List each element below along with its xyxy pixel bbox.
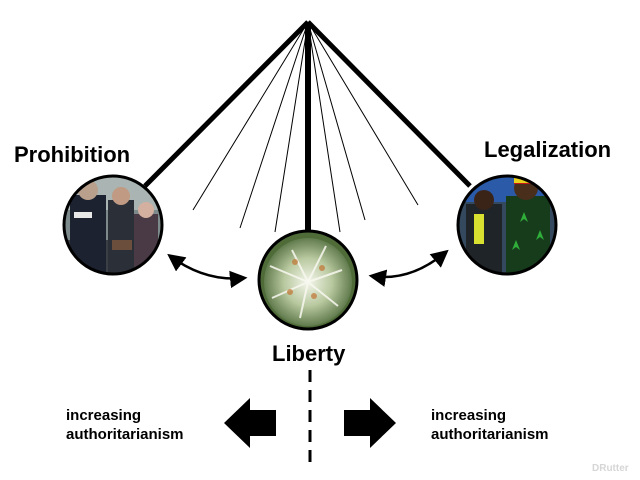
motion-line: [192, 21, 309, 211]
string-to-legalization: [306, 20, 472, 188]
motion-line: [274, 21, 309, 233]
right-caption-line2: authoritarianism: [431, 426, 549, 443]
motion-line: [307, 21, 366, 221]
left-caption: increasing authoritarianism: [66, 406, 184, 444]
legalization-photo: [456, 174, 558, 276]
left-caption-line1: increasing: [66, 407, 142, 424]
pendulum-strings: [143, 20, 472, 233]
right-caption-line1: increasing: [431, 407, 507, 424]
curved-double-arrow-icon: [167, 253, 248, 289]
block-arrow-left-icon: [224, 398, 276, 448]
motion-line: [239, 21, 309, 229]
block-arrow-right-icon: [344, 398, 396, 448]
liberty-label: Liberty: [272, 341, 346, 366]
motion-line: [307, 21, 341, 233]
legalization-label: Legalization: [484, 137, 612, 162]
right-caption: increasing authoritarianism: [431, 406, 549, 444]
motion-line: [307, 21, 419, 206]
string-to-prohibition: [143, 20, 310, 188]
prohibition-photo: [62, 174, 164, 276]
curved-double-arrow-icon: [368, 249, 449, 287]
liberty-photo: [257, 229, 359, 331]
author-watermark: DRutter: [592, 463, 629, 474]
prohibition-label: Prohibition: [14, 142, 131, 167]
left-caption-line2: authoritarianism: [66, 426, 184, 443]
